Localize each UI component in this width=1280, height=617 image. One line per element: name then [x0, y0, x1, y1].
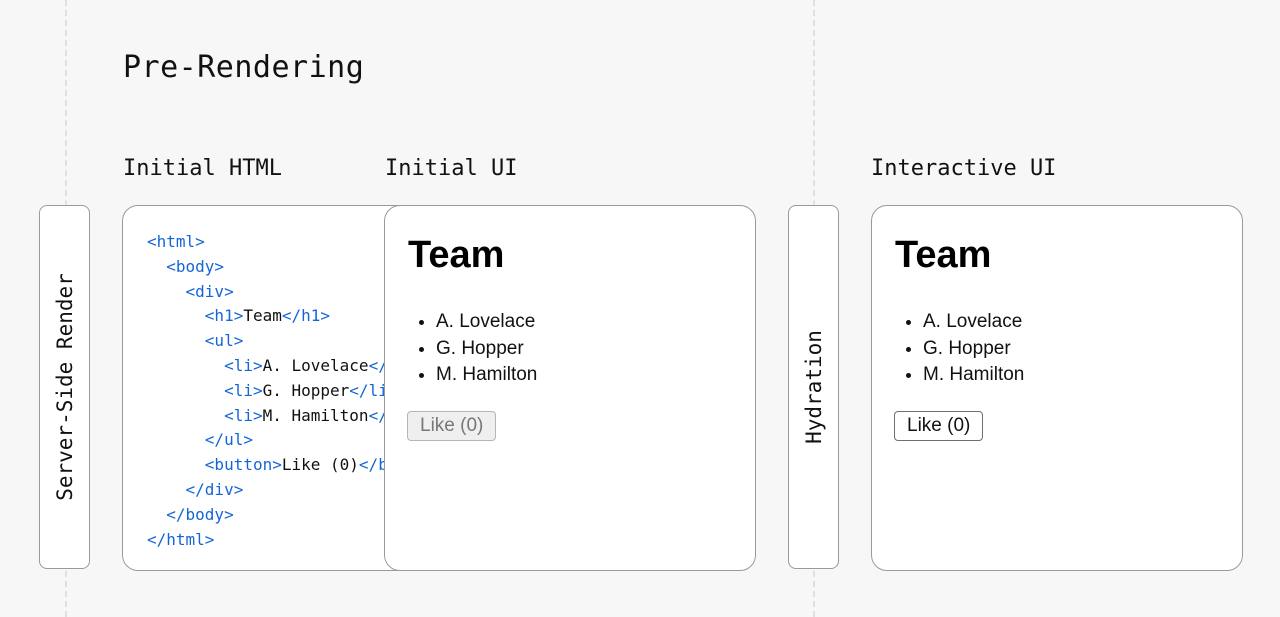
- code-h1-close: </h1>: [281, 306, 331, 326]
- code-button-text: Like (0): [281, 455, 359, 475]
- code-h1-text: Team: [243, 306, 282, 326]
- like-button[interactable]: Like (0): [894, 411, 984, 441]
- code-body-close: </body>: [166, 504, 234, 524]
- list-item: G. Hopper: [923, 336, 1024, 363]
- initial-html-label: Initial HTML: [123, 156, 282, 181]
- code-div-close: </div>: [185, 479, 244, 499]
- server-side-render-step: Server-Side Render: [39, 205, 90, 569]
- code-ul-open: <ul>: [204, 331, 244, 351]
- code-li-open: <li>: [224, 380, 263, 400]
- like-button-disabled: Like (0): [407, 411, 497, 441]
- code-html-open: <html>: [147, 232, 205, 251]
- code-li-text: M. Hamilton: [262, 405, 369, 425]
- interactive-ui-heading: Team: [895, 234, 992, 276]
- list-item: M. Hamilton: [436, 362, 537, 389]
- list-item: A. Lovelace: [436, 309, 537, 336]
- interactive-ui-label: Interactive UI: [871, 156, 1057, 181]
- code-li-text: A. Lovelace: [262, 355, 369, 375]
- code-h1-open: <h1>: [204, 306, 244, 326]
- interactive-ui-team-list: A. Lovelace G. Hopper M. Hamilton: [900, 309, 1024, 389]
- code-li-open: <li>: [224, 355, 263, 375]
- list-item: A. Lovelace: [923, 309, 1024, 336]
- code-html-close: </html>: [147, 529, 215, 549]
- hydration-step: Hydration: [788, 205, 839, 569]
- initial-ui-heading: Team: [408, 234, 505, 276]
- initial-ui-label: Initial UI: [385, 156, 518, 181]
- code-li-open: <li>: [224, 405, 263, 425]
- code-body-open: <body>: [166, 256, 225, 276]
- hydration-label: Hydration: [801, 330, 826, 444]
- code-button-open: <button>: [204, 455, 282, 475]
- server-side-render-label: Server-Side Render: [52, 273, 77, 501]
- initial-ui-team-list: A. Lovelace G. Hopper M. Hamilton: [413, 309, 537, 389]
- page-title: Pre-Rendering: [123, 50, 365, 85]
- code-div-open: <div>: [185, 281, 234, 301]
- interactive-ui-card: Team A. Lovelace G. Hopper M. Hamilton L…: [871, 205, 1243, 571]
- code-li-text: G. Hopper: [262, 380, 350, 400]
- code-ul-close: </ul>: [204, 430, 253, 450]
- list-item: M. Hamilton: [923, 362, 1024, 389]
- initial-ui-card: Team A. Lovelace G. Hopper M. Hamilton L…: [384, 205, 756, 571]
- list-item: G. Hopper: [436, 336, 537, 363]
